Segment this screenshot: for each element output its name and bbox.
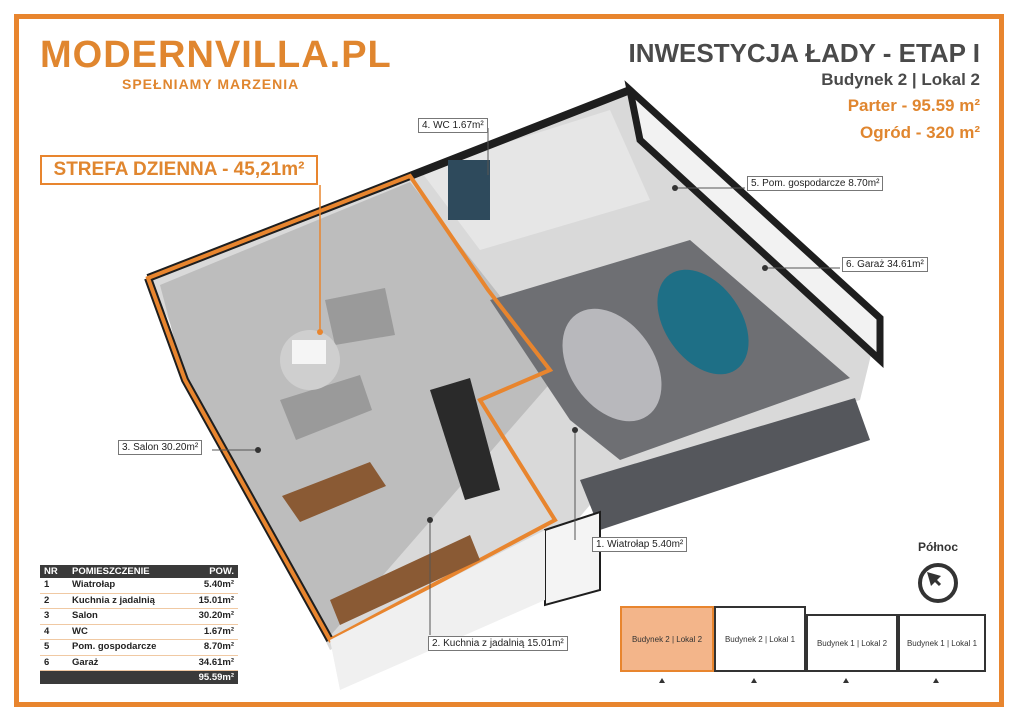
room-label-utility[interactable]: 5. Pom. gospodarcze 8.70m² — [747, 176, 884, 191]
building-b1-l2[interactable]: Budynek 1 | Lokal 2 — [806, 614, 898, 672]
entrance-marker — [843, 678, 849, 683]
garage-floor — [490, 240, 850, 460]
garden-area: Ogród - 320 m² — [860, 123, 980, 142]
car-silver — [562, 308, 662, 422]
entrance-marker — [659, 678, 665, 683]
room-label-windbreak[interactable]: 1. Wiatrołap 5.40m² — [592, 537, 688, 552]
room-label-garage[interactable]: 6. Garaż 34.61m² — [842, 257, 928, 272]
compass-label: Północ — [918, 540, 959, 554]
building-b2-l2[interactable]: Budynek 2 | Lokal 2 — [620, 606, 714, 672]
room-label-living[interactable]: 3. Salon 30.20m² — [118, 440, 203, 455]
entrance-marker — [751, 678, 757, 683]
driveway — [580, 398, 870, 530]
garage-wall — [624, 80, 884, 368]
day-zone-outline — [145, 173, 558, 643]
dining-table — [282, 462, 386, 522]
page-title: INWESTYCJA ŁADY - ETAP I — [628, 38, 980, 68]
building-info: Budynek 2 | Lokal 2 — [821, 70, 980, 89]
car-blue — [657, 269, 749, 375]
page-frame — [14, 14, 1004, 707]
building-b2-l1[interactable]: Budynek 2 | Lokal 1 — [714, 606, 806, 672]
table-total: 95.59m² — [40, 671, 238, 684]
brand-tagline: SPEŁNIAMY MARZENIA — [122, 76, 300, 92]
room-label-kitchen[interactable]: 2. Kuchnia z jadalnią 15.01m² — [428, 636, 568, 651]
brand-logo[interactable]: MODERNVILLA.PL — [40, 34, 392, 76]
floor-area: Parter - 95.59 m² — [847, 96, 980, 115]
compass-north-icon — [918, 563, 958, 603]
building-b1-l1[interactable]: Budynek 1 | Lokal 1 — [898, 614, 986, 672]
front-wall — [330, 530, 545, 690]
entrance-marker — [933, 678, 939, 683]
sofa — [280, 375, 372, 440]
table-header: NR POMIESZCZENIE POW. — [40, 565, 238, 578]
kitchen-counter — [330, 535, 480, 625]
wc-wall — [448, 160, 490, 220]
day-zone-label: STREFA DZIENNA - 45,21m² — [40, 155, 318, 185]
sofa-corner — [325, 288, 395, 345]
coffee-table — [292, 340, 326, 364]
kitchen-cabinet — [430, 378, 500, 500]
room-label-wc[interactable]: 4. WC 1.67m² — [418, 118, 488, 133]
